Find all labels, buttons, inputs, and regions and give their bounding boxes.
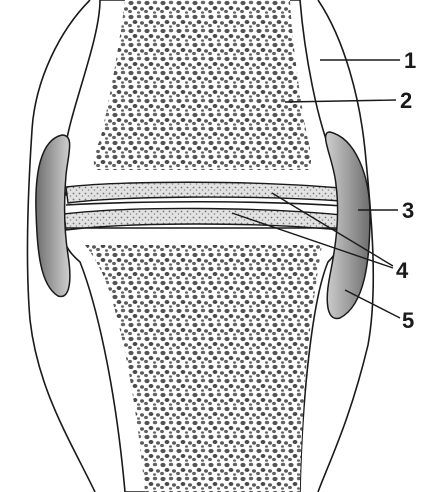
- label-5: 5: [402, 308, 414, 333]
- label-1: 1: [404, 48, 416, 73]
- left-meniscus: [36, 135, 70, 297]
- label-2: 2: [400, 88, 412, 113]
- label-3: 3: [402, 198, 414, 223]
- joint-cavity: [66, 202, 344, 206]
- leader-2: [285, 100, 396, 102]
- upper-articular-cartilage: [66, 182, 342, 203]
- upper-spongy-bone: [94, 0, 311, 170]
- label-4: 4: [396, 258, 409, 283]
- lower-articular-cartilage: [64, 208, 342, 230]
